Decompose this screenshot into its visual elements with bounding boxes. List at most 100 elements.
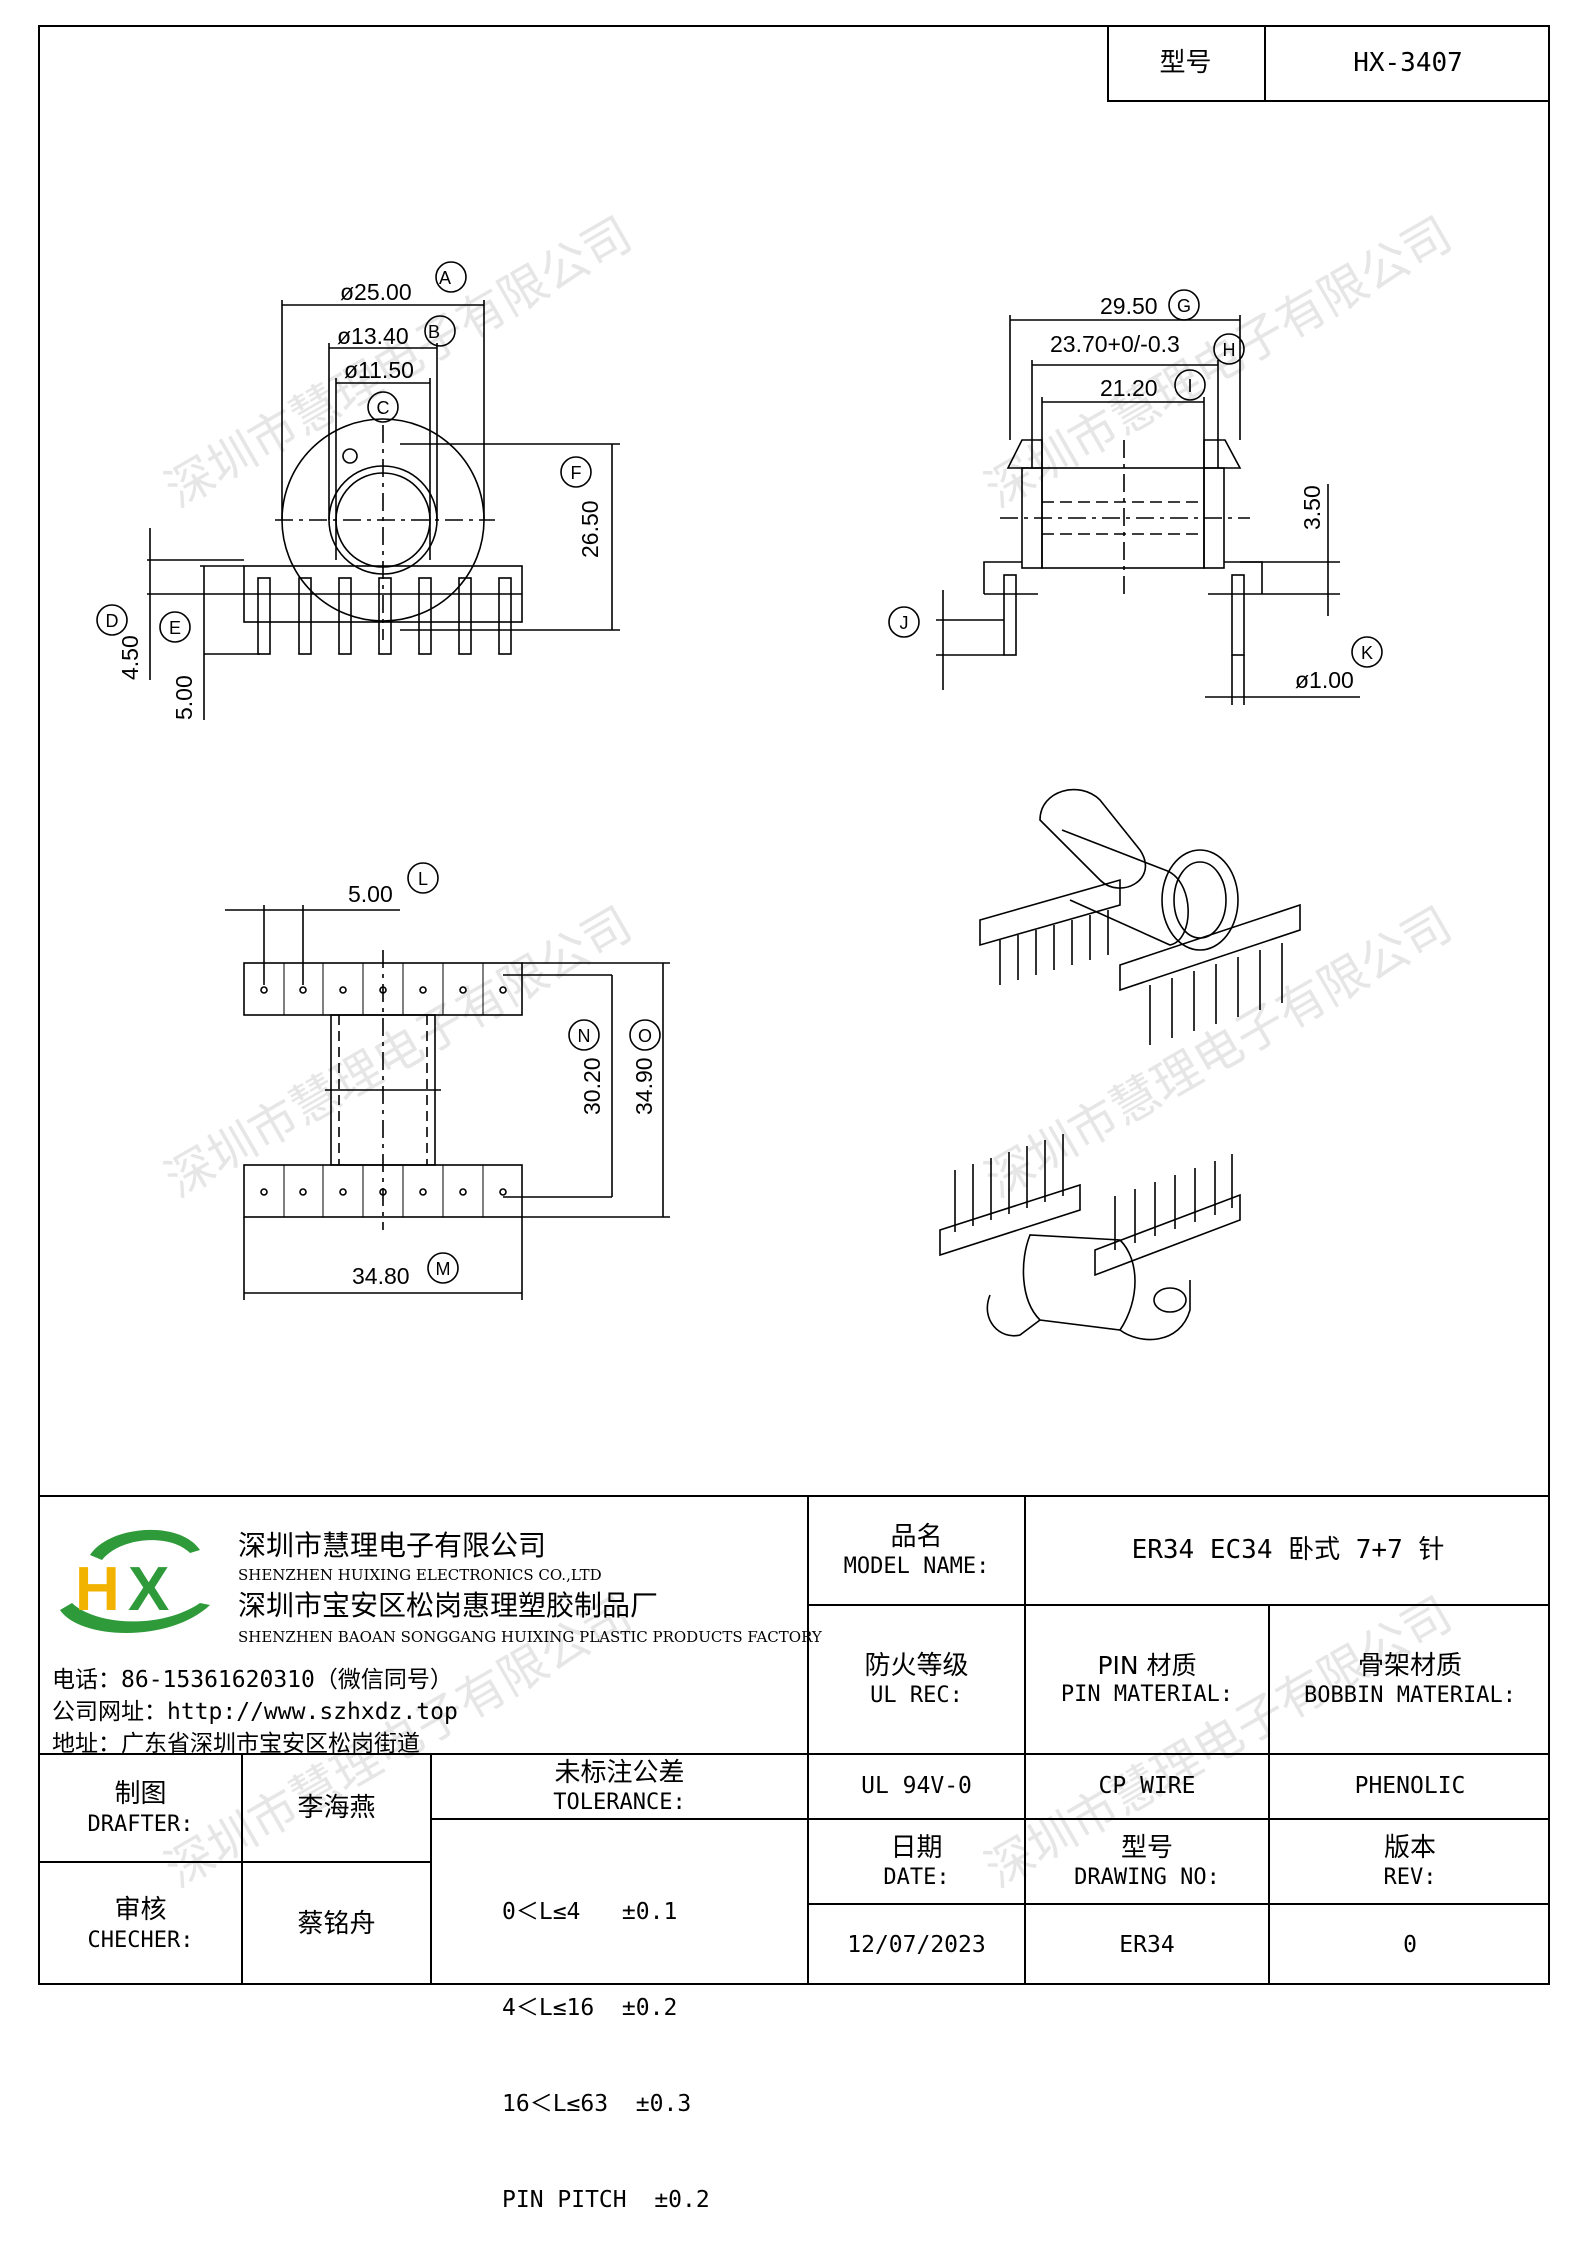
dim-m-tag: M xyxy=(436,1259,451,1279)
dim-f-tag: F xyxy=(571,463,582,483)
dim-a: ø25.00 xyxy=(340,279,412,305)
tolerance-label-cn: 未标注公差 xyxy=(554,1757,685,1788)
factory-name-cn: 深圳市宝安区松岗惠理塑胶制品厂 xyxy=(238,1589,659,1622)
logo-letter-h: H xyxy=(75,1555,120,1624)
bottom-pin-holes xyxy=(260,986,507,1196)
drawing-no-label-en: DRAWING NO: xyxy=(1074,1865,1220,1890)
ul-label-cn: 防火等级 xyxy=(864,1650,969,1681)
date-label-en: DATE: xyxy=(883,1865,950,1890)
dim-c: ø11.50 xyxy=(344,357,414,383)
drafter-label-cn: 制图 xyxy=(114,1779,167,1809)
dim-d-tag: D xyxy=(106,611,119,631)
dim-e: 5.00 xyxy=(171,675,197,720)
isometric-view-bottom xyxy=(939,1134,1241,1341)
pin-material-value: CP WIRE xyxy=(1098,1773,1196,1800)
dim-a-tag: A xyxy=(439,268,451,288)
dim-g-tag: G xyxy=(1177,296,1191,316)
dim-o: 34.90 xyxy=(631,1057,657,1115)
dim-n-tag: N xyxy=(578,1026,591,1046)
rev-value: 0 xyxy=(1403,1931,1417,1958)
model-value: HX-3407 xyxy=(1353,48,1463,79)
dim-i-tag: I xyxy=(1187,376,1192,396)
bobbin-material-label: 骨架材质 BOBBIN MATERIAL: xyxy=(1270,1606,1550,1753)
rev-label: 版本 REV: xyxy=(1270,1820,1550,1903)
bobbin-material-label-en: BOBBIN MATERIAL: xyxy=(1304,1683,1516,1708)
dim-j-tag: J xyxy=(900,613,909,633)
side-view xyxy=(888,289,1383,705)
dim-g: 29.50 xyxy=(1100,293,1158,319)
grid-line xyxy=(430,1818,809,1820)
ul-label: 防火等级 UL REC: xyxy=(809,1606,1024,1753)
logo-letter-x: X xyxy=(128,1555,169,1624)
company-name-en: SHENZHEN HUIXING ELECTRONICS CO.,LTD xyxy=(238,1566,602,1584)
title-block xyxy=(38,1495,1550,1985)
tolerance-label-en: TOLERANCE: xyxy=(553,1790,686,1815)
dim-i: 21.20 xyxy=(1100,375,1158,401)
grid-line xyxy=(807,1604,1550,1606)
tolerance-line: PIN PITCH ±0.2 xyxy=(502,2187,710,2213)
grid-line xyxy=(1268,1604,1270,1985)
grid-line xyxy=(430,1753,432,1985)
bottom-view xyxy=(225,862,670,1300)
checker-value: 蔡铭舟 xyxy=(297,1908,376,1939)
grid-line xyxy=(807,1818,1550,1820)
pin-material-label-cn: PIN 材质 xyxy=(1097,1651,1197,1681)
drafter-label-en: DRAFTER: xyxy=(87,1811,194,1837)
dim-f: 26.50 xyxy=(577,500,603,558)
company-address: 地址：广东省深圳市宝安区松岗街道 xyxy=(52,1731,420,1757)
dim-b: ø13.40 xyxy=(337,323,409,349)
checker-label: 审核 CHECHER: xyxy=(40,1863,241,1985)
isometric-view-top xyxy=(979,788,1301,1045)
dim-b-tag: B xyxy=(428,322,440,342)
dim-m: 34.80 xyxy=(352,1263,410,1289)
front-view xyxy=(96,261,620,720)
dim-l-tag: L xyxy=(418,869,428,889)
date-label-cn: 日期 xyxy=(890,1832,943,1863)
grid-line xyxy=(38,1861,432,1863)
grid-line xyxy=(241,1753,243,1985)
grid-line xyxy=(807,1903,1550,1905)
tolerance-line: 16＜L≤63 ±0.3 xyxy=(502,2091,692,2117)
dim-side-height: 3.50 xyxy=(1299,485,1325,530)
company-logo: H X xyxy=(60,1529,210,1634)
model-name-label-cn: 品名 xyxy=(890,1521,943,1552)
date-label: 日期 DATE: xyxy=(809,1820,1024,1903)
dim-o-tag: O xyxy=(638,1026,652,1046)
dim-k: ø1.00 xyxy=(1295,667,1354,693)
dim-l: 5.00 xyxy=(348,881,393,907)
date-value: 12/07/2023 xyxy=(847,1931,986,1958)
technical-drawing: ø25.00 A ø13.40 B ø11.50 C 26.50 F 4.50 … xyxy=(96,261,1383,1341)
model-name-label: 品名 MODEL NAME: xyxy=(809,1497,1024,1604)
drawing-no-label: 型号 DRAWING NO: xyxy=(1026,1820,1268,1903)
model-name-label-en: MODEL NAME: xyxy=(843,1554,990,1579)
rev-label-en: REV: xyxy=(1383,1865,1437,1890)
checker-label-en: CHECHER: xyxy=(87,1927,194,1953)
bobbin-material-value: PHENOLIC xyxy=(1354,1773,1466,1800)
ul-label-en: UL REC: xyxy=(870,1683,963,1708)
pin-material-label: PIN 材质 PIN MATERIAL: xyxy=(1026,1606,1268,1753)
tolerance-label: 未标注公差 TOLERANCE: xyxy=(432,1755,807,1818)
drafter-value: 李海燕 xyxy=(297,1792,376,1823)
tolerance-line: 4＜L≤16 ±0.2 xyxy=(502,1995,678,2021)
grid-line xyxy=(807,1495,809,1985)
company-phone: 电话：86-15361620310（微信同号） xyxy=(52,1667,453,1693)
model-box xyxy=(1107,25,1550,102)
company-name-cn: 深圳市慧理电子有限公司 xyxy=(238,1529,547,1562)
front-pins xyxy=(257,577,512,655)
bobbin-material-label-cn: 骨架材质 xyxy=(1357,1650,1462,1681)
rev-label-cn: 版本 xyxy=(1383,1832,1436,1863)
drawing-no-value: ER34 xyxy=(1119,1931,1175,1958)
drawing-frame xyxy=(38,25,1550,1985)
company-website: 公司网址：http://www.szhxdz.top xyxy=(52,1699,458,1725)
drawing-no-label-cn: 型号 xyxy=(1120,1832,1173,1863)
model-label: 型号 xyxy=(1159,48,1212,79)
dim-e-tag: E xyxy=(169,618,181,638)
tolerance-line: 0＜L≤4 ±0.1 xyxy=(502,1899,678,1925)
dim-k-tag: K xyxy=(1361,643,1373,663)
model-name-value: ER34 EC34 卧式 7+7 针 xyxy=(1131,1535,1445,1566)
grid-line xyxy=(38,1753,1550,1755)
dim-h: 23.70+0/-0.3 xyxy=(1050,331,1180,357)
dim-h-tag: H xyxy=(1223,340,1236,360)
model-box-divider xyxy=(1264,25,1266,102)
dim-n: 30.20 xyxy=(579,1057,605,1115)
